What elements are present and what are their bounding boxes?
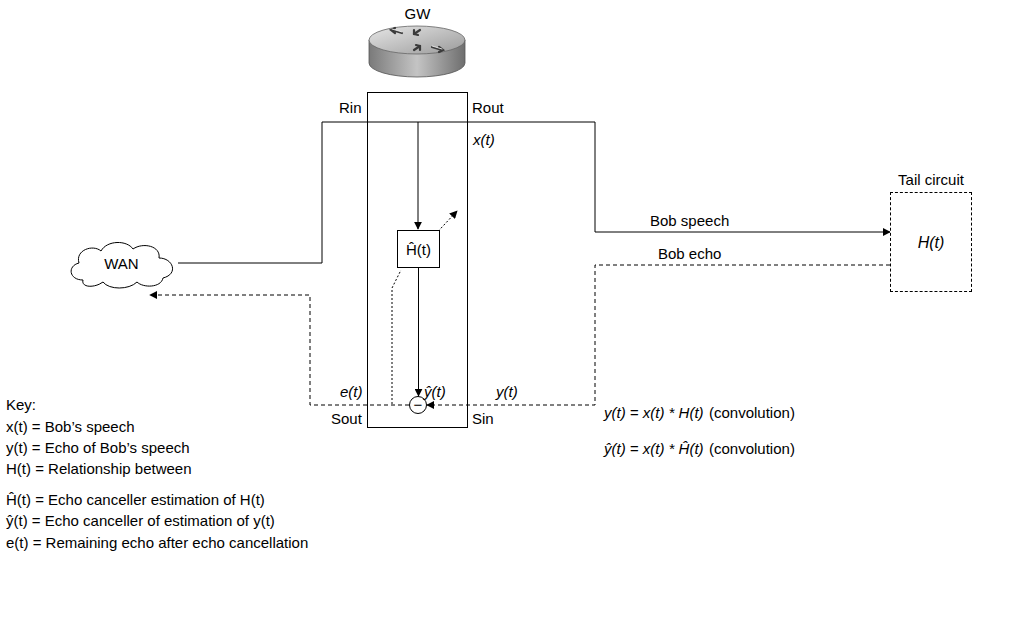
equation: ŷ(t) = x(t) * Ĥ(t) [604, 440, 704, 457]
tap-arrow [418, 122, 419, 229]
edge-label: Bob speech [648, 212, 731, 229]
adaptation-path [392, 270, 401, 404]
equation-note: (convolution) [709, 404, 795, 421]
key-entry: y(t) = Echo of Bob’s speech [6, 439, 190, 456]
port-label: Sin [472, 410, 494, 427]
minus-sign: − [414, 397, 423, 412]
transfer-label: H(t) [918, 234, 945, 251]
signal-name: x(t) [473, 131, 495, 148]
cloud-label: WAN [104, 255, 138, 272]
echo-path [427, 265, 890, 405]
edge-label: Bob echo [656, 245, 723, 262]
gateway-label: GW [338, 5, 497, 22]
signal-name: ŷ(t) [424, 383, 446, 400]
key-entry: ŷ(t) = Echo canceller of estimation of y… [6, 512, 275, 529]
tail-circuit-box: Tail circuitH(t) [890, 192, 972, 292]
router-icon [369, 26, 465, 77]
port-label: Rout [472, 99, 504, 116]
signal-path [178, 122, 890, 263]
key-entry: Ĥ(t) = Echo canceller estimation of H(t) [6, 491, 265, 508]
echo-path [150, 295, 409, 405]
signal-path [418, 268, 419, 396]
equation-note: (convolution) [709, 440, 795, 457]
key-entry: e(t) = Remaining echo after echo cancell… [6, 534, 308, 551]
cloud-node: WAN [63, 236, 180, 290]
key-entry: x(t) = Bob’s speech [6, 418, 135, 435]
port-label: Rin [339, 99, 362, 116]
estimator-label: Ĥ(t) [406, 241, 431, 258]
port-label: Sout [331, 410, 362, 427]
node-heading: Tail circuit [861, 171, 1001, 188]
key-heading: Key: [6, 396, 36, 413]
equation: y(t) = x(t) * H(t) [604, 404, 704, 421]
signal-name: y(t) [496, 383, 518, 400]
key-entry: H(t) = Relationship between [6, 460, 192, 477]
gateway-box: GWĤ(t)− [367, 92, 468, 428]
signal-name: e(t) [340, 383, 363, 400]
estimator-box: Ĥ(t) [397, 230, 440, 268]
